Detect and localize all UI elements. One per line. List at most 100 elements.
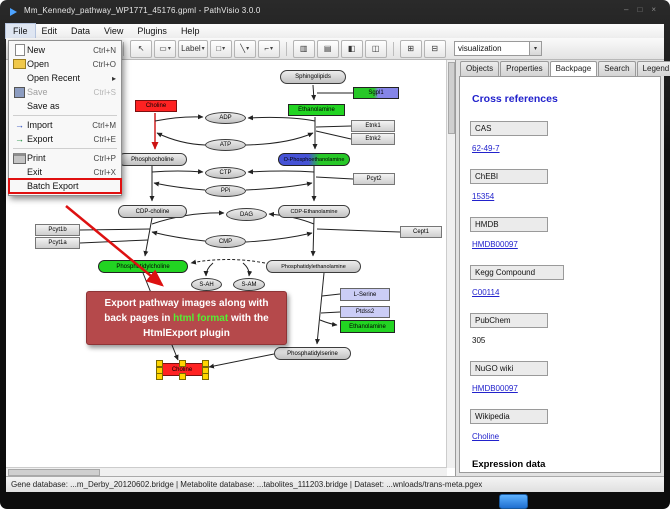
status-bar: Gene database: ...m_Derby_20120602.bridg… <box>6 476 664 492</box>
file-menu-item-open-recent[interactable]: Open Recent▸ <box>9 71 121 85</box>
node-sgpl1[interactable]: Sgpl1 <box>353 87 399 99</box>
canvas-vertical-scrollbar[interactable] <box>446 60 455 468</box>
node-ethanolamine-right[interactable]: Ethanolamine <box>340 320 395 333</box>
close-button[interactable]: × <box>651 5 656 14</box>
line-tool-button[interactable]: ╲▾ <box>233 39 256 58</box>
node-choline-top[interactable]: Choline <box>135 100 177 112</box>
node-pcyt1b[interactable]: Pcyt1b <box>35 224 80 236</box>
xref-value-chebi[interactable]: 15354 <box>472 192 495 201</box>
node-dag[interactable]: DAG <box>226 208 267 221</box>
menu-file[interactable]: File <box>5 23 36 39</box>
visualization-caret-icon[interactable]: ▾ <box>529 42 541 55</box>
node-o-phosphoethanolamine[interactable]: O-Phosphoethanolamine <box>278 153 350 166</box>
node-cmp[interactable]: CMP <box>205 235 246 248</box>
node-l-serine[interactable]: L-Serine <box>340 288 390 301</box>
menu-view[interactable]: View <box>104 26 124 36</box>
xref-header-kegg-compound: Kegg Compound <box>470 265 564 280</box>
shape-tool-button[interactable]: □▾ <box>209 39 232 58</box>
file-menu-item-batch-export[interactable]: Batch Export <box>8 178 122 194</box>
node-sphingolipids[interactable]: Sphingolipids <box>280 70 346 84</box>
selection-handle[interactable] <box>202 373 209 380</box>
canvas-horizontal-scrollbar[interactable] <box>6 467 447 476</box>
selection-handle[interactable] <box>179 373 186 380</box>
connector-tool-button[interactable]: ⌐▾ <box>257 39 280 58</box>
node-ctp[interactable]: CTP <box>205 167 246 179</box>
datanode-tool-caret-icon[interactable]: ▾ <box>167 46 171 52</box>
align-left-button[interactable]: ◧ <box>340 39 363 58</box>
node-ptdss2[interactable]: Ptdss2 <box>340 306 390 318</box>
menu-plugins[interactable]: Plugins <box>137 26 167 36</box>
node-cept1[interactable]: Cept1 <box>400 226 442 238</box>
datanode-tool-button[interactable]: ▭▾ <box>154 39 177 58</box>
visualization-combobox[interactable]: visualization ▾ <box>454 41 542 56</box>
node-phosphatidylcholine[interactable]: Phosphatidylcholine <box>98 260 188 273</box>
xref-value-pubchem: 305 <box>472 336 486 345</box>
bottom-blue-button[interactable] <box>499 494 528 509</box>
tab-backpage[interactable]: Backpage <box>549 61 598 77</box>
disk-icon <box>12 86 27 98</box>
node-phosphocholine[interactable]: Phosphocholine <box>118 153 187 166</box>
align-center-y-button[interactable]: ▤ <box>316 39 339 58</box>
toolbar-separator <box>285 41 287 56</box>
menu-data[interactable]: Data <box>71 26 91 36</box>
node-cdp-choline[interactable]: CDP-choline <box>118 205 187 218</box>
file-menu-item-label: Export <box>27 134 54 144</box>
node-ppi[interactable]: PPi <box>205 185 246 197</box>
common-height-button[interactable]: ⊟ <box>423 39 446 58</box>
node-atp[interactable]: ATP <box>205 139 246 151</box>
selection-handle[interactable] <box>179 360 186 367</box>
node-adp[interactable]: ADP <box>205 112 246 124</box>
node-etnk2[interactable]: Etnk2 <box>351 133 395 145</box>
menu-help[interactable]: Help <box>180 26 200 36</box>
connector-tool-caret-icon[interactable]: ▾ <box>270 46 274 52</box>
shape-tool-caret-icon[interactable]: ▾ <box>222 46 226 52</box>
xref-value-nugo-wiki[interactable]: HMDB00097 <box>472 384 518 393</box>
menu-shortcut: Ctrl+E <box>93 134 116 144</box>
xref-value-cas[interactable]: 62-49-7 <box>472 144 500 153</box>
line-tool-caret-icon[interactable]: ▾ <box>246 46 250 52</box>
export-icon: → <box>12 134 27 144</box>
tab-search[interactable]: Search <box>598 61 636 76</box>
align-center-x-button[interactable]: ▥ <box>292 39 315 58</box>
pointer-tool-button[interactable]: ↖ <box>130 39 153 58</box>
menu-shortcut: Ctrl+M <box>92 120 116 130</box>
align-top-button[interactable]: ◫ <box>364 39 387 58</box>
node-s-am[interactable]: S-AM <box>233 278 265 291</box>
node-cdp-ethanolamine[interactable]: CDP-Ethanolamine <box>278 205 350 218</box>
horizontal-scroll-thumb[interactable] <box>8 469 100 476</box>
file-menu-item-save-as[interactable]: Save as <box>9 99 121 113</box>
xref-value-kegg-compound[interactable]: C00114 <box>472 288 500 297</box>
tab-objects[interactable]: Objects <box>460 61 500 76</box>
vertical-scroll-thumb[interactable] <box>448 62 455 134</box>
import-icon: → <box>12 120 27 130</box>
label-tool-button[interactable]: Label▾ <box>178 39 208 58</box>
node-phosphatidylserine[interactable]: Phosphatidylserine <box>274 347 351 360</box>
node-pcyt2[interactable]: Pcyt2 <box>353 173 395 185</box>
label-tool-caret-icon[interactable]: ▾ <box>201 46 205 52</box>
tab-properties[interactable]: Properties <box>500 61 549 76</box>
tab-legend[interactable]: Legend <box>636 61 670 76</box>
xref-value-hmdb[interactable]: HMDB00097 <box>472 240 518 249</box>
common-width-button[interactable]: ⊞ <box>399 39 422 58</box>
selection-handle[interactable] <box>156 373 163 380</box>
node-ethanolamine-top[interactable]: Ethanolamine <box>288 104 345 116</box>
title-bar[interactable]: Mm_Kennedy_pathway_WP1771_45176.gpml - P… <box>0 0 670 24</box>
node-s-ah[interactable]: S-AH <box>191 278 222 291</box>
file-menu-item-export[interactable]: →Export Ctrl+E <box>9 132 121 146</box>
node-pcyt1a[interactable]: Pcyt1a <box>35 237 80 249</box>
xref-value-wikipedia[interactable]: Choline <box>472 432 500 441</box>
maximize-button[interactable]: □ <box>637 5 643 14</box>
minimize-button[interactable]: – <box>624 5 629 14</box>
node-etnk1[interactable]: Etnk1 <box>351 120 395 132</box>
file-menu-item-label: Save as <box>27 101 60 111</box>
page-icon-glyph <box>14 44 25 56</box>
menu-edit[interactable]: Edit <box>41 26 58 36</box>
node-phosphatidylethanolamine[interactable]: Phosphatidylethanolamine <box>266 260 361 273</box>
